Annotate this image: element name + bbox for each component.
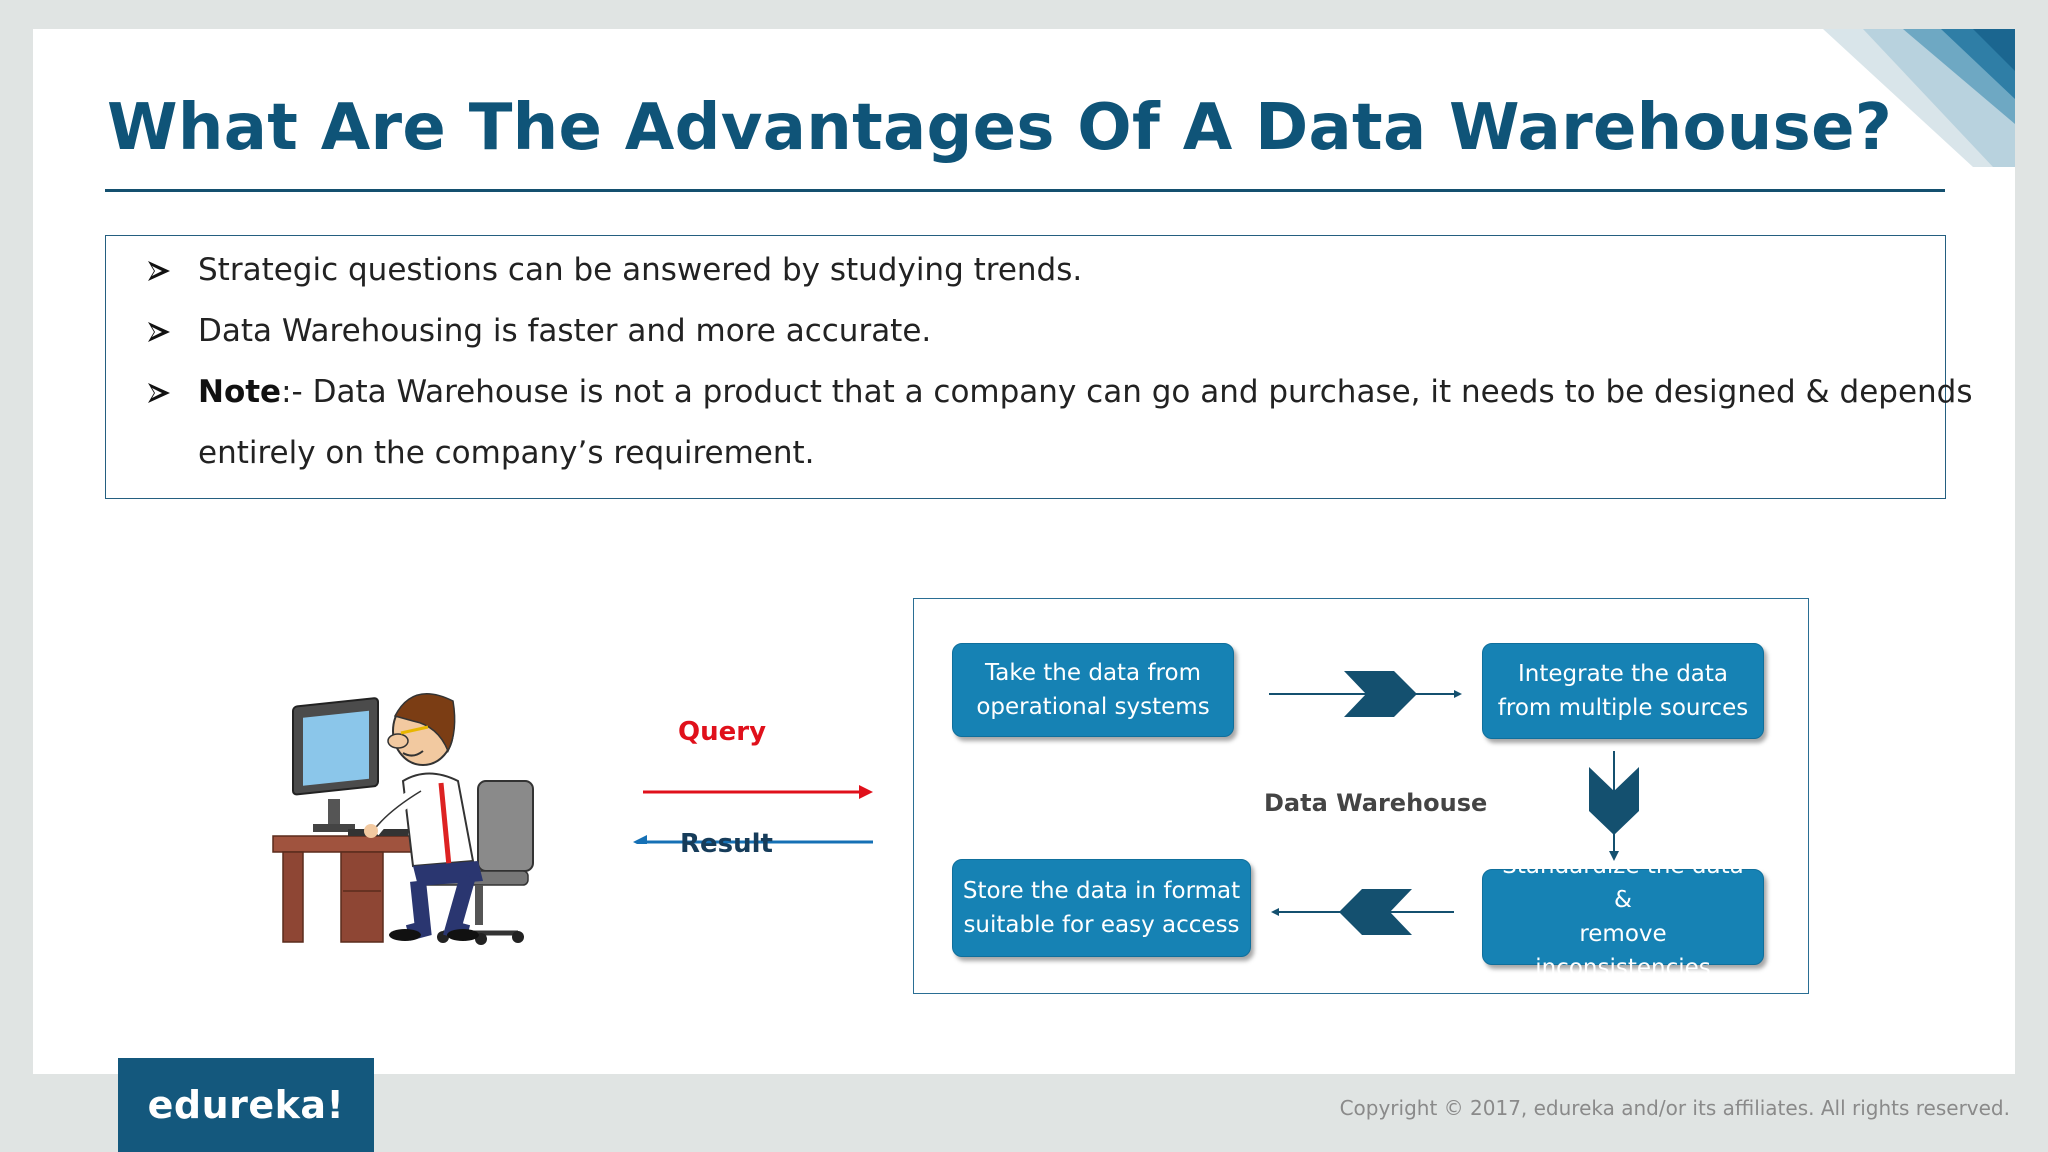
note-label: Note [198, 374, 282, 410]
step-label: Standardize the data & remove inconsiste… [1502, 853, 1744, 981]
bullet-text: Data Warehousing is faster and more accu… [198, 313, 932, 349]
page-title: What Are The Advantages Of A Data Wareho… [107, 91, 1893, 165]
arrowhead-bullet-icon [148, 261, 170, 281]
data-warehouse-diagram: Take the data from operational systems I… [913, 598, 1809, 994]
bullet-text: Strategic questions can be answered by s… [198, 252, 1083, 288]
result-label: Result [680, 829, 773, 859]
title-divider [105, 189, 1945, 192]
note-line-2: entirely on the company’s requirement. [198, 435, 815, 471]
step-label: Store the data in format suitable for ea… [962, 878, 1241, 938]
copyright-text: Copyright © 2017, edureka and/or its aff… [1339, 1096, 2010, 1120]
bullet-box: Strategic questions can be answered by s… [105, 235, 1973, 499]
step-standardize-data: Standardize the data & remove inconsiste… [1482, 853, 1764, 981]
edureka-logo: edureka! [118, 1058, 374, 1152]
step-store-data: Store the data in format suitable for ea… [952, 859, 1251, 957]
step-label: Integrate the data from multiple sources [1497, 661, 1749, 721]
step-take-data: Take the data from operational systems [952, 643, 1234, 737]
arrowhead-bullet-icon [148, 383, 170, 403]
note-text: Note:- Data Warehouse is not a product t… [198, 362, 1973, 484]
flow-arrows [1269, 671, 1639, 935]
slide: What Are The Advantages Of A Data Wareho… [33, 29, 2015, 1074]
query-result-arrows [633, 785, 873, 844]
data-warehouse-label: Data Warehouse [1264, 789, 1488, 817]
step-integrate-data: Integrate the data from multiple sources [1482, 643, 1764, 739]
note-line-1: :- Data Warehouse is not a product that … [281, 374, 1973, 410]
corner-decoration [1823, 29, 2015, 167]
arrowhead-bullet-icon [148, 322, 170, 342]
step-label: Take the data from operational systems [976, 660, 1210, 720]
person-at-computer-illustration [272, 693, 534, 945]
query-label: Query [678, 717, 767, 747]
